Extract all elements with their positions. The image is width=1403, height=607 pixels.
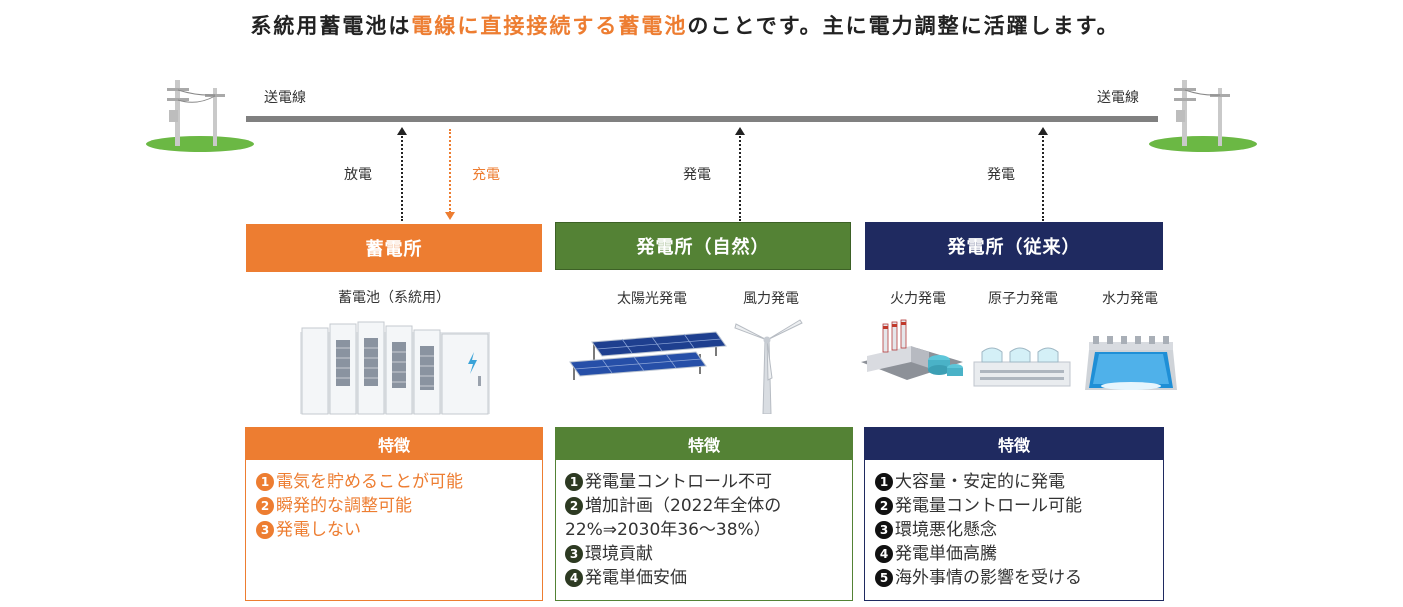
feature-item-continued: 22%⇒2030年36～38%） — [565, 520, 771, 540]
headline-part1: 系統用蓄電池は — [250, 14, 412, 38]
transmission-label-right: 送電線 — [1097, 90, 1139, 106]
bullet-number: 3 — [565, 545, 583, 563]
bullet-number: 2 — [875, 497, 893, 515]
discharge-arrow — [397, 127, 407, 221]
discharge-label: 放電 — [344, 167, 372, 183]
page-headline: 系統用蓄電池は電線に直接接続する蓄電池のことです。主に電力調整に活躍します。 — [0, 10, 1370, 40]
hydro-dam-icon — [1085, 334, 1177, 392]
generation-arrow-natural — [735, 127, 745, 221]
headline-highlight: 電線に直接接続する蓄電池 — [411, 14, 688, 38]
utility-pole-icon — [145, 74, 255, 154]
features-conventional-title: 特徴 — [865, 428, 1163, 460]
thermal-plant-icon — [857, 318, 967, 390]
bullet-number: 1 — [256, 473, 274, 491]
battery-storage-icon — [298, 318, 493, 416]
label-nuclear: 原子力発電 — [988, 291, 1058, 307]
bullet-number: 1 — [565, 473, 583, 491]
solar-panel-icon — [566, 330, 731, 382]
bullet-number: 2 — [256, 497, 274, 515]
transmission-label-left: 送電線 — [264, 90, 306, 106]
category-storage-station: 蓄電所 — [246, 224, 542, 272]
charge-label: 充電 — [472, 167, 500, 183]
generation-label-conventional: 発電 — [987, 167, 1015, 183]
label-battery-storage: 蓄電池（系統用） — [338, 290, 450, 306]
category-natural-plant: 発電所（自然） — [555, 222, 851, 270]
bullet-number: 5 — [875, 569, 893, 587]
bullet-number: 4 — [565, 569, 583, 587]
features-storage-title: 特徴 — [246, 428, 542, 460]
generation-arrow-conventional — [1038, 127, 1048, 221]
transmission-line — [246, 116, 1158, 122]
bullet-number: 3 — [256, 521, 274, 539]
wind-turbine-icon — [734, 314, 804, 414]
generation-label-natural: 発電 — [683, 167, 711, 183]
headline-part2: のことです。主に電力調整に活躍します。 — [687, 14, 1120, 38]
utility-pole-icon — [1148, 74, 1258, 154]
label-thermal: 火力発電 — [890, 291, 946, 307]
nuclear-plant-icon — [972, 342, 1072, 388]
category-conventional-plant: 発電所（従来） — [865, 222, 1163, 270]
label-solar: 太陽光発電 — [617, 291, 687, 307]
bullet-number: 4 — [875, 545, 893, 563]
bullet-number: 3 — [875, 521, 893, 539]
label-wind: 風力発電 — [743, 291, 799, 307]
label-hydro: 水力発電 — [1102, 291, 1158, 307]
features-natural-title: 特徴 — [556, 428, 852, 460]
charge-arrow — [445, 129, 455, 220]
bullet-number: 1 — [875, 473, 893, 491]
bullet-number: 2 — [565, 497, 583, 515]
